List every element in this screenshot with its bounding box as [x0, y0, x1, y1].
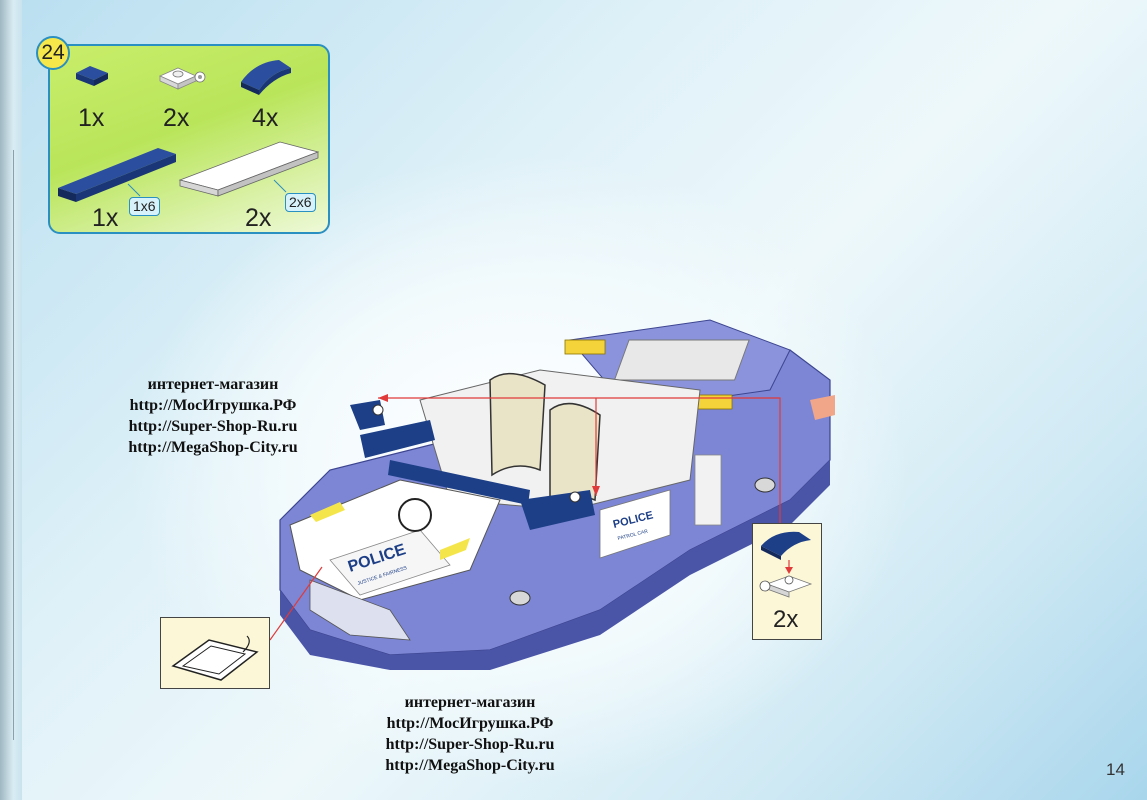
- seat-left: [489, 372, 546, 477]
- watermark-line: http://Super-Shop-Ru.ru: [385, 736, 555, 753]
- watermark-line: http://МосИгрушка.РФ: [386, 715, 554, 732]
- shop-watermark-bottom: интернет-магазин http://МосИгрушка.РФ ht…: [365, 692, 575, 776]
- side-white-panel: [694, 454, 722, 526]
- hood-sticker: [329, 529, 451, 596]
- tile-2x6-white-icon: [178, 141, 320, 197]
- engine-grille: [613, 339, 750, 381]
- subassembly-qty: 2x: [773, 606, 799, 633]
- watermark-line: http://Super-Shop-Ru.ru: [128, 418, 298, 435]
- watermark-line: http://MegaShop-City.ru: [128, 439, 298, 456]
- seat-right: [549, 402, 601, 504]
- subassembly-callout-box: 2x: [752, 523, 822, 640]
- car-side-shadow: [280, 460, 830, 670]
- subassembly-parts-icon: [759, 531, 813, 598]
- part-qty-4: 1x: [92, 204, 119, 232]
- plate-clip-white-icon: [159, 67, 206, 90]
- page-number: 14: [1106, 760, 1125, 779]
- headlight-right: [440, 538, 470, 560]
- rear-light-left: [564, 339, 606, 355]
- lion-emblem-icon: [398, 498, 432, 532]
- part-size-tag-2x6: 2x6: [285, 193, 316, 212]
- spine-fold-line: [13, 150, 14, 740]
- parts-list-panel: 1x 2x 4x 1x6 1x 2x6 2x: [48, 44, 330, 234]
- part-qty-2: 2x: [163, 104, 190, 132]
- tile-1x6-dark-blue-icon: [58, 148, 176, 202]
- watermark-line: интернет-магазин: [147, 376, 279, 393]
- watermark-line: http://МосИгрушка.РФ: [129, 397, 297, 414]
- step-number-badge: 24: [36, 36, 70, 70]
- sticker-callout-box: [160, 617, 270, 689]
- sticker-sheet-icon: [171, 635, 259, 681]
- watermark-line: http://MegaShop-City.ru: [385, 757, 555, 774]
- part-qty-5: 2x: [245, 204, 272, 232]
- clip-plate-front: [372, 404, 384, 416]
- axle-pin-rear: [754, 477, 776, 493]
- part-qty-3: 4x: [252, 104, 279, 132]
- tail-light: [810, 395, 835, 420]
- plate-1x1-dark-blue-icon: [76, 66, 108, 86]
- shop-watermark-top: интернет-магазин http://МосИгрушка.РФ ht…: [108, 374, 318, 458]
- watermark-line: интернет-магазин: [404, 694, 536, 711]
- book-spine: [0, 0, 22, 800]
- part-qty-1: 1x: [78, 104, 105, 132]
- part-size-tag-1x6: 1x6: [129, 197, 160, 216]
- axle-pin-front: [509, 590, 531, 606]
- headlight-left: [310, 502, 345, 522]
- curved-slope-dark-blue-icon: [241, 60, 291, 95]
- clip-plate-rear: [569, 491, 581, 503]
